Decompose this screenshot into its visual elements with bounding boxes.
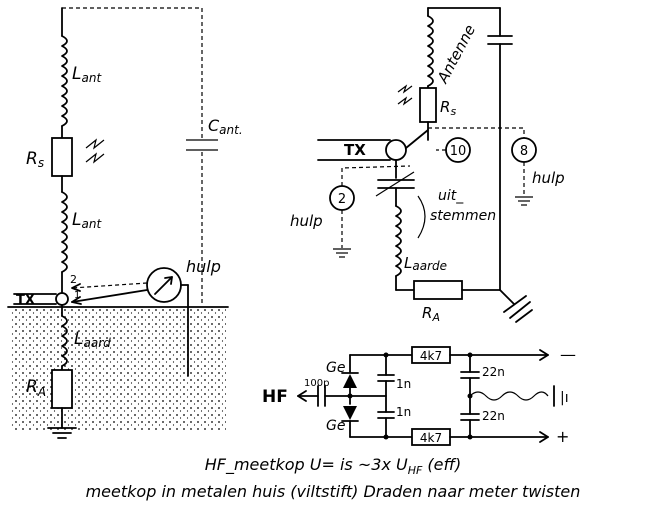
meter-label: |ı [560,390,569,406]
l-ant-upper-label: Lant [72,64,102,85]
ra-resistor [413,280,463,300]
caption-line-2: meetkop in metalen huis (viltstift) Drad… [0,482,666,501]
meter-10-label: 10 [450,144,467,159]
radiation-arrow [85,152,105,164]
hulp-meter-needle [164,276,173,285]
position-1-label: 1 [74,290,80,301]
c-ant-dashed-line [62,7,203,138]
hulp-right-label: hulp [532,169,565,187]
tx-coax-end [385,139,407,161]
rs-resistor [51,137,73,177]
hf-input-label: HF [262,387,288,407]
plus-terminal-label: + [556,427,569,446]
hulp-meter-needle [154,276,173,295]
ra-label: RA [422,304,440,324]
ra-resistor [51,369,73,409]
right-antenna-diagram: Antenne Rs TX 10 8 2 hulp hulp uit_ stem… [290,7,565,324]
capacitor-1n-bottom-label: 1n [396,405,411,419]
ground-symbol [503,295,527,313]
meter-2-label: 2 [338,192,346,207]
hulp-left-label: hulp [290,212,323,230]
meter-8-label: 8 [520,144,528,159]
position-2-label: 2 [70,273,77,286]
diode-top [343,374,357,388]
capacitor-22n-bottom-label: 22n [482,409,505,423]
ra-label: RA [26,377,46,399]
ge-top-label: Ge [326,360,345,376]
capacitor-100p-label: 100p [304,378,329,389]
left-antenna-diagram: Lant Rs Lant Cant. hulp TX 2 1 Laard RA [7,7,243,439]
tx-label: TX [344,141,366,159]
l-ant-upper-coil [61,35,68,127]
wire [499,289,515,305]
wire [405,129,429,149]
caption-line-1-subscript: HF [407,464,423,478]
l-aarde-coil [395,205,402,277]
rs-label: Rs [440,98,456,118]
l-ant-lower-coil [61,191,68,273]
arrow-minus [539,349,549,361]
antenna-coil [427,15,434,87]
tx-label: TX [16,293,35,308]
selector-arrowhead [71,296,82,305]
uitstemmen-label-2: stemmen [430,208,496,224]
caption-line-1: HF_meetkop U= is ~3x UHF (eff) [0,455,666,477]
capacitor-1n-top-label: 1n [396,377,411,391]
tuning-cap-arrow [375,171,415,197]
meter-dashed-line [428,127,525,138]
ground-symbol [509,301,531,319]
uitstemmen-label-1: uit_ [438,188,464,204]
caption-line-2-text: meetkop in metalen huis (viltstift) Drad… [85,482,581,501]
c-ant-label: Cant. [208,116,243,137]
rs-resistor [419,87,437,123]
arrow-plus [539,431,549,443]
hf-meetkop-circuit: Ge 100p HF Ge 1n 1n 4k7 4k7 22n 22n — + … [262,345,576,446]
l-ant-lower-label: Lant [72,210,102,231]
minus-terminal-label: — [560,345,576,364]
l-aarde-label: Laarde [404,254,447,273]
selector-line-1 [71,289,148,303]
junction [383,352,389,358]
hulp-label: hulp [186,257,221,276]
radiation-arrow [397,84,413,94]
antenne-label: Antenne [433,22,479,87]
meter-dashed-line [341,165,411,186]
junction [467,434,473,440]
rs-label: Rs [26,149,44,170]
tx-coax-end [55,292,69,306]
resistor-4k7-top-label: 4k7 [420,349,442,363]
tuning-curved-arrow [417,195,426,239]
ge-bottom-label: Ge [326,418,345,434]
selector-arrowhead [71,283,81,292]
ground-soil [10,308,226,430]
hf-input-arrow [297,390,307,402]
resistor-4k7-bottom-label: 4k7 [420,431,442,445]
l-aard-coil [61,315,68,367]
selector-line-2 [71,282,148,289]
capacitor-22n-top-label: 22n [482,365,505,379]
junction [383,434,389,440]
radiation-arrow [85,138,105,150]
ground-symbol [515,309,533,323]
caption-line-1-tail: (eff) [422,455,462,474]
diode-bottom [343,406,357,420]
junction [467,352,473,358]
l-aard-label: Laard [74,329,111,350]
caption-line-1-text: HF_meetkop U= is ~3x U [204,455,408,474]
radiation-arrow [397,96,413,106]
shield-wire [469,391,549,401]
